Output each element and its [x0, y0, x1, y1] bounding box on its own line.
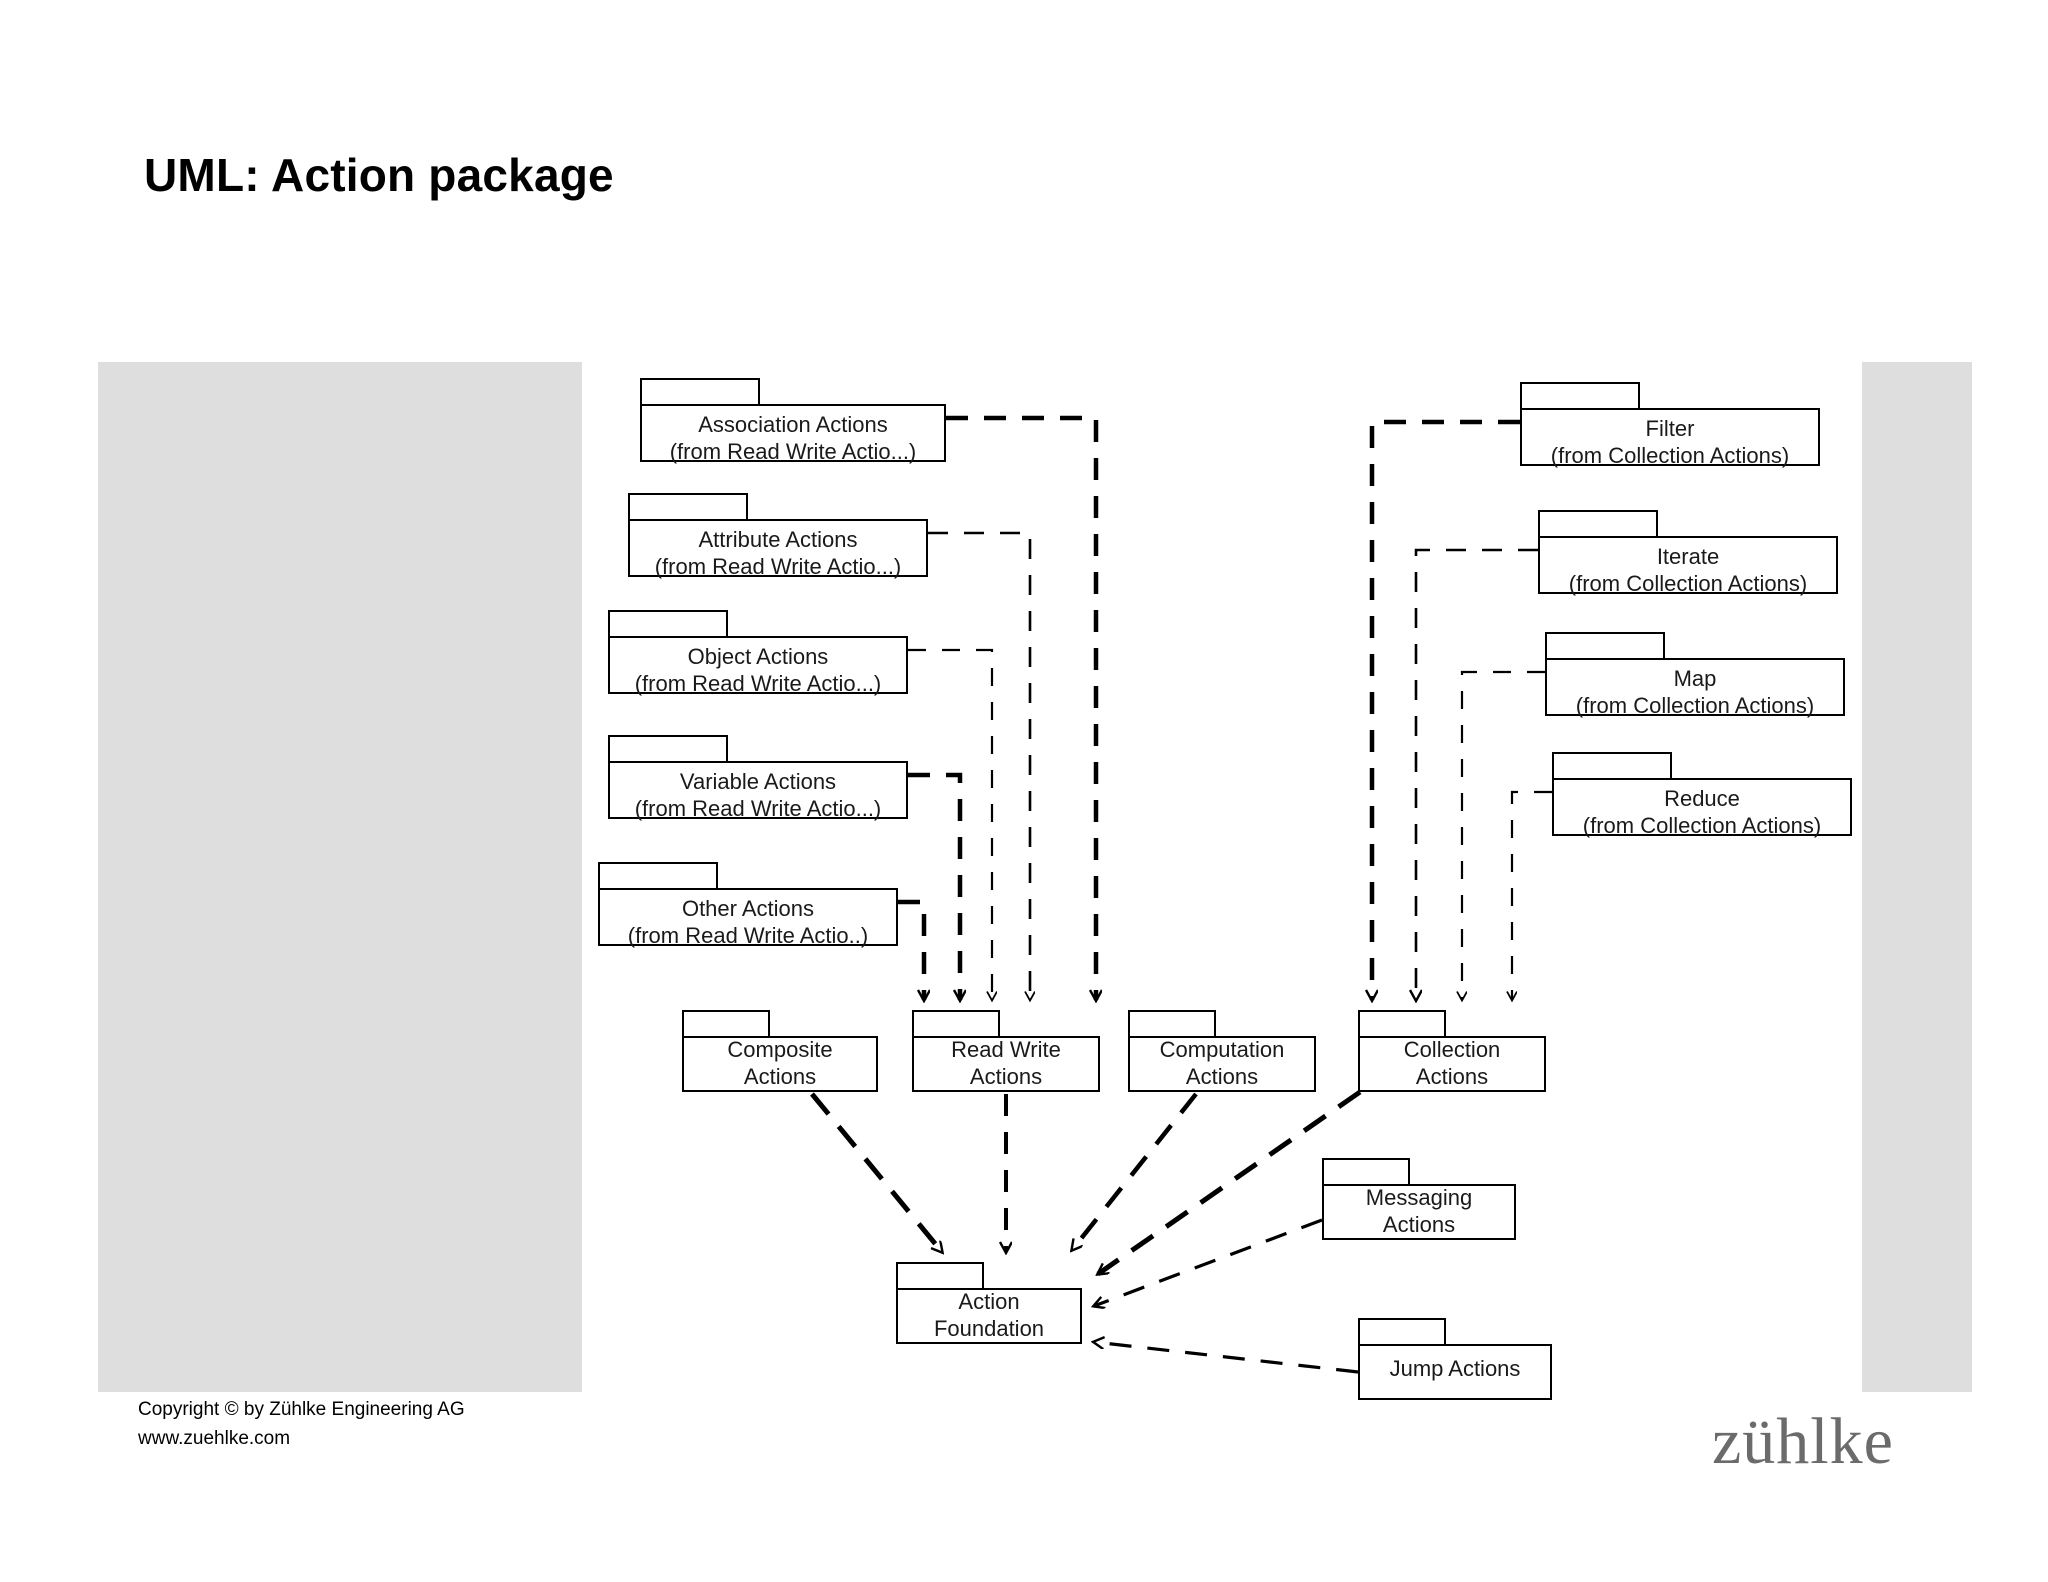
package-source: (from Read Write Actio...) — [669, 438, 917, 464]
package-source: (from Collection Actions) — [1550, 442, 1790, 468]
package-composite-actions[interactable]: Composite Actions — [682, 1010, 878, 1092]
footer: Copyright © by Zühlke Engineering AG www… — [138, 1396, 465, 1453]
package-name: Collection — [1403, 1037, 1501, 1063]
package-name: Action — [958, 1289, 1020, 1315]
zuehlke-logo: zühlke — [1712, 1405, 1894, 1478]
dependency-composite-to-foundation — [810, 1092, 942, 1252]
dependency-collection-to-foundation — [1098, 1089, 1362, 1277]
package-name-cont: Actions — [743, 1064, 817, 1089]
package-jump-actions[interactable]: Jump Actions — [1358, 1318, 1552, 1400]
package-name-cont: Actions — [1415, 1064, 1489, 1089]
package-name-cont: Foundation — [933, 1316, 1045, 1341]
dependency-map-to-collection — [1462, 670, 1545, 1000]
package-read-write-actions[interactable]: Read Write Actions — [912, 1010, 1100, 1092]
package-tab — [1545, 632, 1665, 658]
package-tab — [1358, 1010, 1446, 1036]
package-name-cont: Actions — [1185, 1064, 1259, 1089]
package-tab — [640, 378, 760, 404]
package-association-actions[interactable]: Association Actions (from Read Write Act… — [640, 378, 946, 464]
package-tab — [1538, 510, 1658, 536]
dependency-messaging-to-foundation — [1094, 1218, 1323, 1306]
dependency-attribute-to-readwrite — [928, 531, 1030, 1000]
package-tab — [608, 735, 728, 761]
copyright-text: Copyright © by Zühlke Engineering AG — [138, 1399, 465, 1420]
package-tab — [1322, 1158, 1410, 1184]
package-name: Iterate — [1656, 544, 1720, 569]
package-name: Jump Actions — [1389, 1356, 1521, 1381]
package-source: (from Read Write Actio...) — [634, 795, 882, 821]
package-reduce[interactable]: Reduce (from Collection Actions) — [1552, 752, 1852, 838]
package-name: Map — [1673, 666, 1717, 691]
package-iterate[interactable]: Iterate (from Collection Actions) — [1538, 510, 1838, 596]
package-name: Messaging — [1365, 1185, 1473, 1211]
package-name: Computation — [1159, 1037, 1285, 1063]
website-text: www.zuehlke.com — [138, 1427, 291, 1449]
package-other-actions[interactable]: Other Actions (from Read Write Actio..) — [598, 862, 898, 948]
package-name-cont: Actions — [1382, 1212, 1456, 1237]
package-map[interactable]: Map (from Collection Actions) — [1545, 632, 1845, 718]
dependency-computation-to-foundation — [1072, 1092, 1198, 1250]
package-tab — [896, 1262, 984, 1288]
package-tab — [1552, 752, 1672, 778]
package-action-foundation[interactable]: Action Foundation — [896, 1262, 1082, 1344]
package-variable-actions[interactable]: Variable Actions (from Read Write Actio.… — [608, 735, 908, 821]
package-name: Filter — [1645, 416, 1695, 441]
package-name: Attribute Actions — [698, 527, 858, 552]
package-computation-actions[interactable]: Computation Actions — [1128, 1010, 1316, 1092]
dependency-filter-to-collection — [1372, 419, 1520, 1000]
package-collection-actions[interactable]: Collection Actions — [1358, 1010, 1546, 1092]
package-name: Read Write — [951, 1037, 1061, 1063]
package-name: Reduce — [1664, 786, 1740, 811]
package-source: (from Read Write Actio...) — [654, 553, 902, 579]
dependency-association-to-readwrite — [946, 415, 1096, 1000]
dependency-reduce-to-collection — [1512, 790, 1552, 1000]
background-band-left — [98, 362, 582, 1392]
package-tab — [1520, 382, 1640, 408]
package-name-cont: Actions — [969, 1064, 1043, 1089]
dependency-object-to-readwrite — [908, 648, 992, 1000]
package-source: (from Read Write Actio...) — [634, 670, 882, 696]
page-title: UML: Action package — [144, 149, 614, 201]
package-filter[interactable]: Filter (from Collection Actions) — [1520, 382, 1820, 468]
package-messaging-actions[interactable]: Messaging Actions — [1322, 1158, 1516, 1240]
package-name: Object Actions — [687, 644, 829, 669]
package-tab — [912, 1010, 1000, 1036]
package-source: (from Collection Actions) — [1568, 570, 1808, 596]
package-tab — [598, 862, 718, 888]
package-tab — [1358, 1318, 1446, 1344]
dependency-iterate-to-collection — [1416, 548, 1538, 1000]
package-name: Variable Actions — [679, 769, 837, 794]
package-name: Association Actions — [698, 412, 888, 437]
package-tab — [608, 610, 728, 636]
package-name: Other Actions — [681, 896, 815, 921]
package-name: Composite — [727, 1037, 833, 1063]
package-source: (from Collection Actions) — [1575, 692, 1815, 718]
package-tab — [628, 493, 748, 519]
dependency-variable-to-readwrite — [908, 772, 960, 1000]
dependency-jump-to-foundation — [1094, 1342, 1359, 1374]
package-source: (from Collection Actions) — [1582, 812, 1822, 838]
package-tab — [682, 1010, 770, 1036]
package-attribute-actions[interactable]: Attribute Actions (from Read Write Actio… — [628, 493, 928, 579]
package-tab — [1128, 1010, 1216, 1036]
package-source: (from Read Write Actio..) — [627, 922, 869, 948]
package-object-actions[interactable]: Object Actions (from Read Write Actio...… — [608, 610, 908, 696]
background-band-right — [1862, 362, 1972, 1392]
dependency-other-to-readwrite — [898, 899, 924, 1000]
